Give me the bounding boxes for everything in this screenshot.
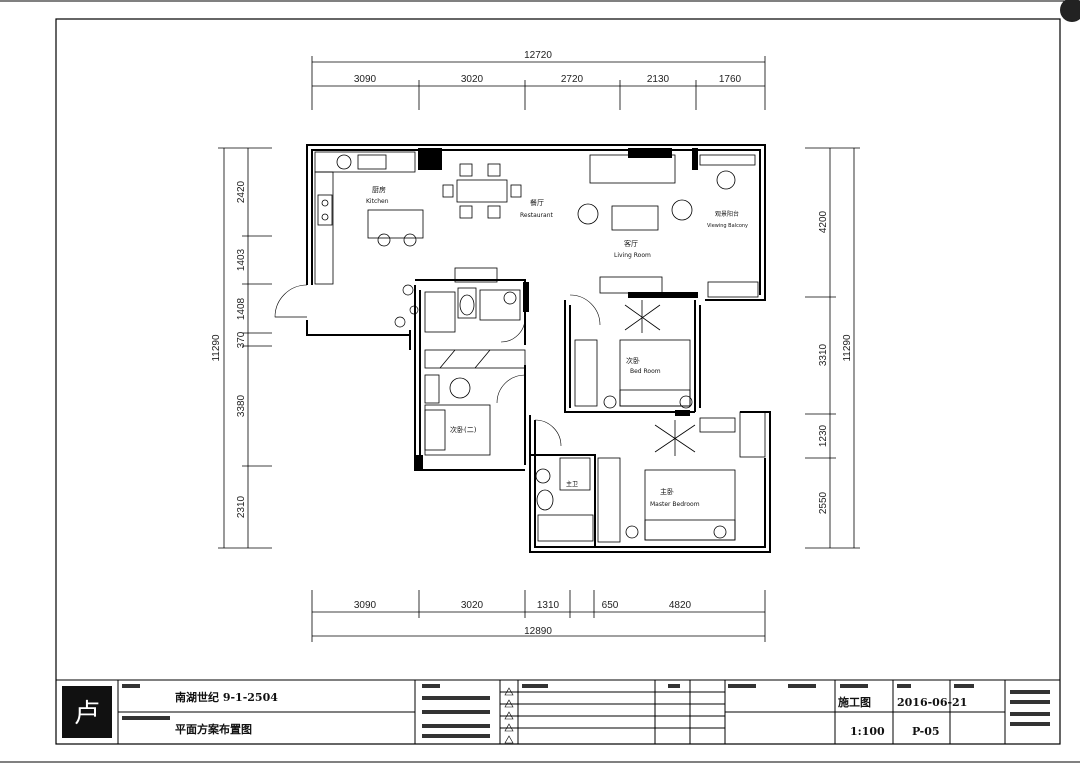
room-label-restaurant-cn: 餐厅 [530,198,544,207]
stage-label: 施工图 [838,695,871,709]
drawing-frame [55,18,1061,745]
plant-icons [394,284,419,328]
dim-bottom-seg: 4820 [669,600,692,611]
door-swings [274,284,601,447]
room-label-living-cn: 客厅 [624,239,638,248]
dim-top-total: 12720 [524,50,552,61]
dim-left-seg: 370 [236,331,247,348]
room-label-kitchen-cn: 厨房 [372,185,386,194]
master-bath-fixtures [535,457,594,542]
living-furniture [577,154,759,298]
drawing-name: 平面方案布置图 [175,722,252,736]
dining-table [442,163,522,219]
dim-top-seg: 3090 [354,74,377,85]
dim-right-seg: 1230 [818,424,829,447]
dim-top-seg: 2130 [647,74,670,85]
room-label-bedroom-en: Bed Room [630,368,661,375]
revision-triangles [504,687,514,744]
room-label-bath-cn: 主卫 [566,480,578,488]
plan-columns [415,148,698,470]
corner-mark-icon [1060,0,1080,22]
dim-left-seg: 1403 [236,248,247,271]
room-label-bedroom-cn: 次卧 [626,356,640,365]
dim-right-seg: 4200 [818,210,829,233]
dim-left-seg: 1408 [236,297,247,320]
dim-left-seg: 2310 [236,495,247,518]
studio-logo-glyph: 卢 [74,699,100,729]
dimension-bottom [311,590,766,642]
dim-bottom-seg: 3090 [354,600,377,611]
kitchen-counters [314,151,424,285]
dim-left-seg: 2420 [236,180,247,203]
scale-label: 1:100 [850,725,885,738]
bedroom2-furniture [424,374,491,456]
dimension-top [311,56,766,110]
dimension-left [218,147,272,549]
date-label: 2016-06-21 [897,696,967,709]
dimension-right [805,147,860,549]
dim-top-seg: 1760 [719,74,742,85]
room-label-kitchen-en: Kitchen [366,198,389,205]
dim-top-seg: 2720 [561,74,584,85]
room-label-living-en: Living Room [614,252,651,259]
dim-top-seg: 3020 [461,74,484,85]
title-block-fine-print [122,684,1050,738]
dim-right-seg: 2550 [818,491,829,514]
sheet-number: P-05 [912,725,940,738]
dim-right-total: 11290 [842,334,853,362]
room-label-restaurant-en: Restaurant [520,212,553,219]
dim-bottom-seg: 1310 [537,600,560,611]
project-name: 南湖世纪 9-1-2504 [175,690,278,704]
room-label-balcony-cn: 观景阳台 [715,210,739,218]
bedroom-furniture [574,300,693,409]
master-furniture [597,411,766,543]
utility-fixtures [424,267,526,369]
room-label-bedroom2-cn: 次卧(二) [450,425,477,434]
dim-left-seg: 3380 [236,394,247,417]
dim-bottom-seg: 650 [602,600,619,611]
dim-right-seg: 3310 [818,343,829,366]
dim-bottom-seg: 3020 [461,600,484,611]
studio-logo [62,686,112,738]
title-block [55,679,1061,745]
room-label-master-cn: 主卧 [660,487,674,496]
dim-bottom-total: 12890 [524,626,552,637]
dim-left-total: 11290 [211,334,222,362]
room-label-balcony-en: Viewing Balcony [707,223,748,229]
room-label-master-en: Master Bedroom [650,501,700,508]
